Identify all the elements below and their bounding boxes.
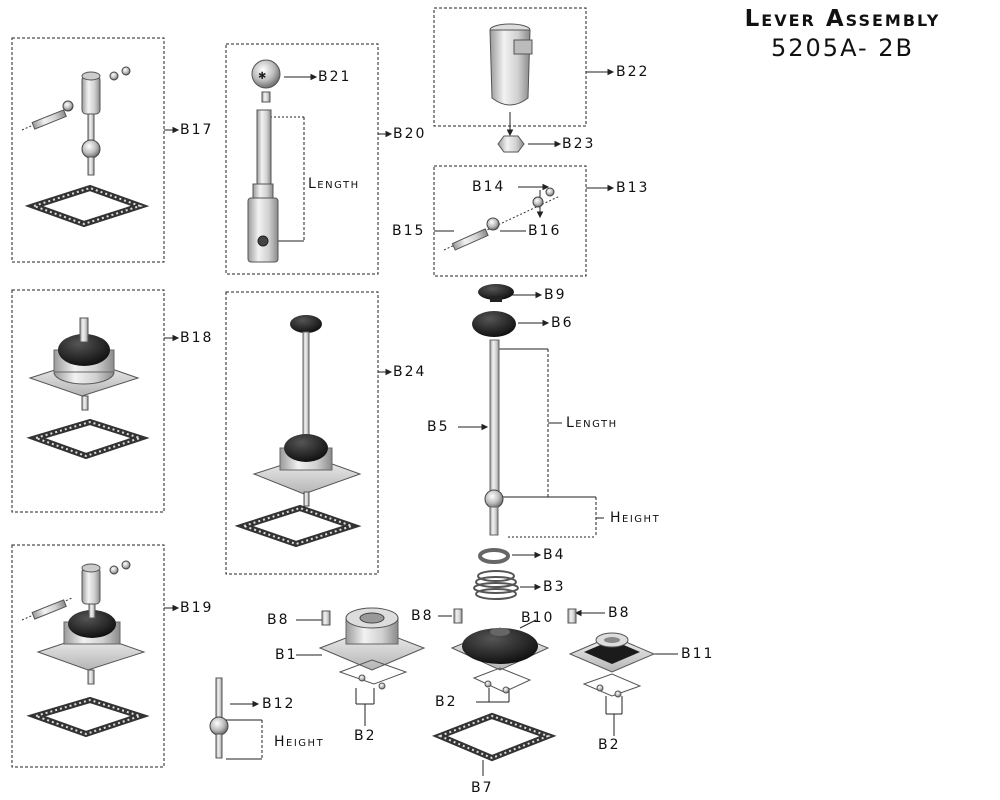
group-box-b17 xyxy=(11,37,165,263)
label-b8-center: B8 xyxy=(411,608,434,624)
height-dimension-b12 xyxy=(226,719,263,760)
label-b16: B16 xyxy=(528,223,562,239)
part-b19-illustration xyxy=(21,560,150,738)
label-b23: B23 xyxy=(562,136,596,152)
label-b8-right: B8 xyxy=(608,605,631,621)
label-b17: B17 xyxy=(180,122,214,138)
label-b19: B19 xyxy=(180,600,214,616)
part-b20-illustration: ✱ xyxy=(247,59,281,263)
diagram-title: Lever Assembly xyxy=(744,6,941,32)
part-b9-knob xyxy=(478,284,514,302)
part-b11-base xyxy=(567,608,656,673)
label-b20: B20 xyxy=(393,126,427,142)
label-b12: B12 xyxy=(262,696,296,712)
label-b2-right: B2 xyxy=(598,737,621,753)
label-b18: B18 xyxy=(180,330,214,346)
part-b2-fasteners xyxy=(338,659,642,698)
svg-text:✱: ✱ xyxy=(258,71,266,82)
label-b2-center: B2 xyxy=(435,694,458,710)
group-box-b13 xyxy=(433,165,587,277)
length-height-dimension-b5 xyxy=(496,348,604,538)
label-b15: B15 xyxy=(392,223,426,239)
part-b23-nut xyxy=(497,135,525,153)
part-b12-lever-ball xyxy=(209,677,229,759)
part-b6-boot xyxy=(472,311,516,337)
label-height-b5: Height xyxy=(610,510,661,526)
label-b2-left: B2 xyxy=(354,728,377,744)
part-b22-illustration xyxy=(489,23,533,106)
part-b10-base xyxy=(450,608,550,671)
part-b4-washer xyxy=(478,548,510,564)
label-b6: B6 xyxy=(551,315,574,331)
label-b7: B7 xyxy=(471,780,494,796)
label-b3: B3 xyxy=(543,579,566,595)
part-b5-lever xyxy=(484,339,504,536)
label-b22: B22 xyxy=(616,64,650,80)
group-box-b24 xyxy=(225,291,379,575)
label-b13: B13 xyxy=(616,180,650,196)
part-b17-illustration xyxy=(21,66,150,228)
label-b5: B5 xyxy=(427,419,450,435)
label-b8-left: B8 xyxy=(267,612,290,628)
label-b24: B24 xyxy=(393,364,427,380)
label-b10: B10 xyxy=(521,610,555,626)
label-length-b20: Length xyxy=(308,176,360,192)
label-b9: B9 xyxy=(544,287,567,303)
part-b1-base xyxy=(318,607,426,671)
part-b3-spring xyxy=(473,570,519,600)
part-b7-gasket xyxy=(431,712,557,762)
group-box-b18 xyxy=(11,289,165,513)
part-b18-illustration xyxy=(26,317,150,460)
label-b1: B1 xyxy=(275,647,298,663)
label-b11: B11 xyxy=(681,646,715,662)
label-b14: B14 xyxy=(472,179,506,195)
part-b13-illustration xyxy=(443,187,561,251)
part-b24-illustration xyxy=(234,315,362,548)
label-height-b12: Height xyxy=(274,734,325,750)
label-b21: B21 xyxy=(318,69,352,85)
diagram-part-number: 5205A- 2B xyxy=(771,34,914,62)
title-block: Lever Assembly 5205A- 2B xyxy=(700,6,985,62)
group-box-b20 xyxy=(225,43,379,275)
label-length-b5: Length xyxy=(566,415,618,431)
group-box-b19 xyxy=(11,544,165,768)
label-b4: B4 xyxy=(543,547,566,563)
